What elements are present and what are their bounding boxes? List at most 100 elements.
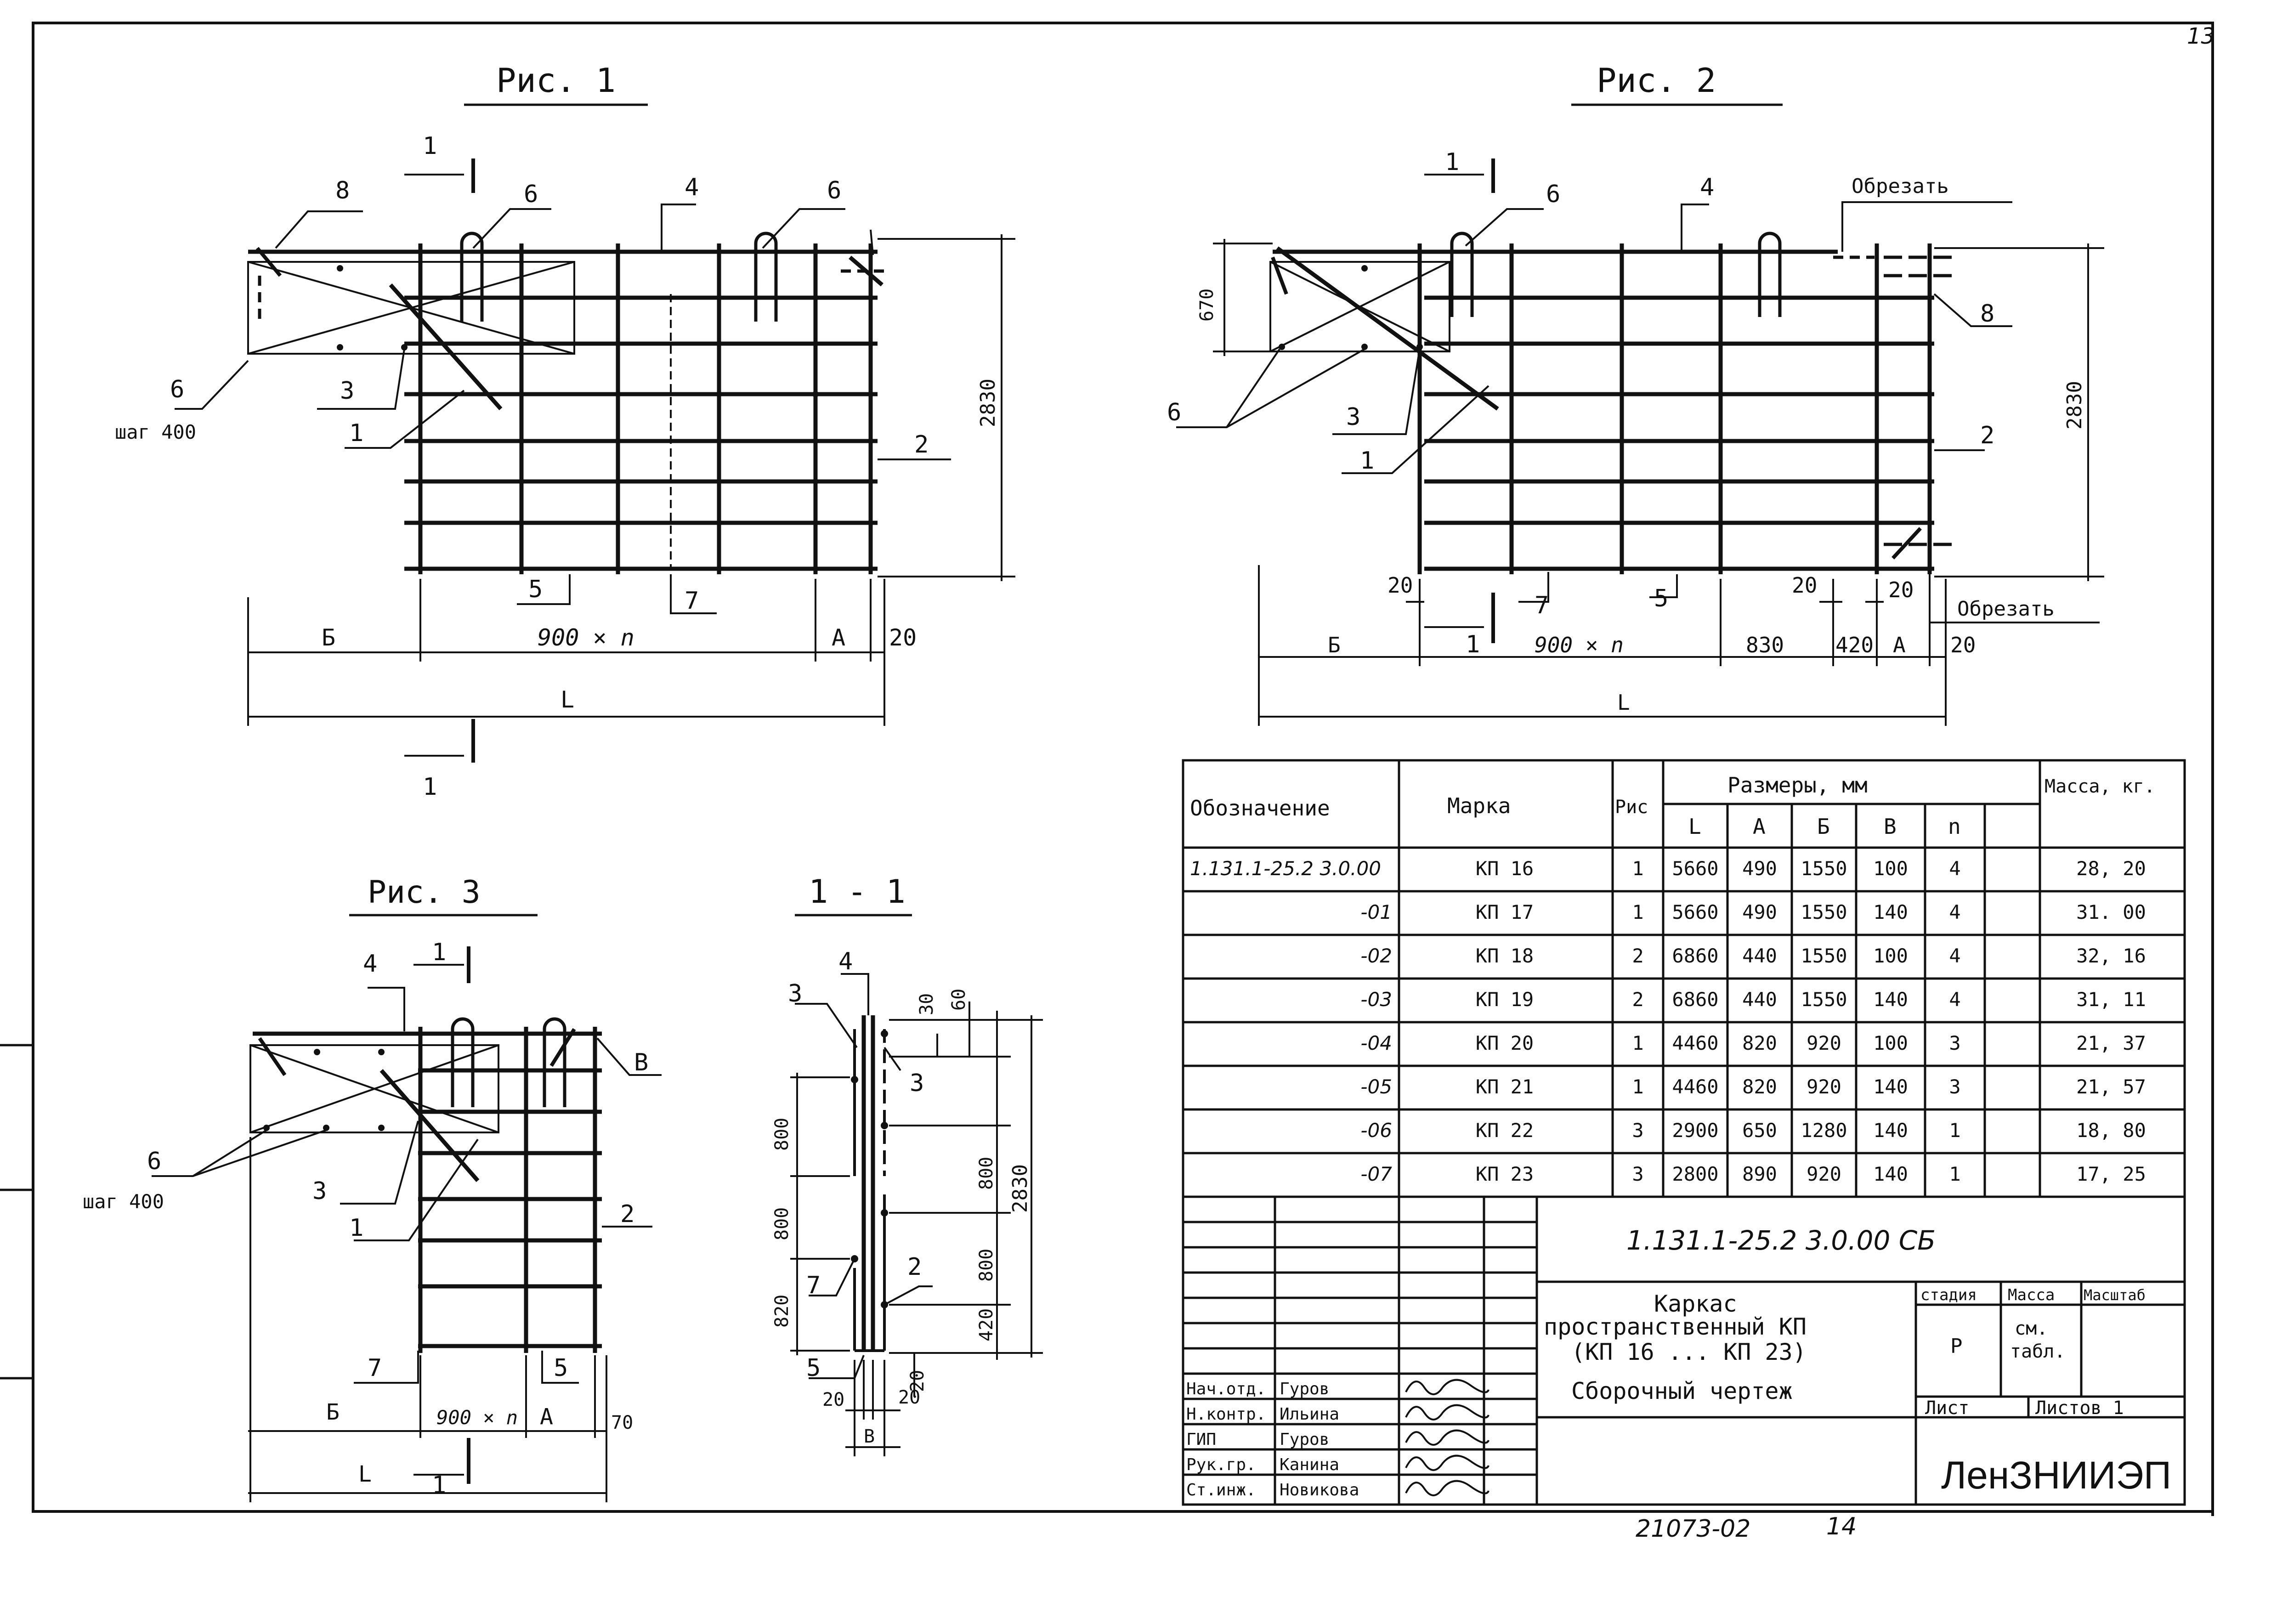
fig3-callout-4: 4 — [363, 950, 377, 978]
table-cell-n: 4 — [1949, 901, 1960, 923]
fig1-callout-7: 7 — [685, 587, 699, 615]
fig3-callout-3: 3 — [312, 1177, 327, 1205]
fig2-height-dim: 2830 — [2063, 381, 2086, 430]
fig1-callout-2: 2 — [914, 431, 929, 458]
table-cell-fig: 1 — [1632, 1032, 1643, 1054]
fig2-dim-830: 830 — [1746, 633, 1784, 657]
section11-left-dim-3: 820 — [771, 1295, 793, 1328]
stage-value: Р — [1950, 1335, 1963, 1358]
fig1-callout-5: 5 — [528, 576, 543, 603]
fig3-dim-L: L — [358, 1461, 372, 1487]
section11-bottom-dim-20a: 20 — [822, 1389, 844, 1410]
table-cell-mass: 18, 80 — [2076, 1119, 2146, 1142]
signer-role: Ст.инж. — [1186, 1481, 1256, 1500]
fig1-dim-B: Б — [322, 624, 335, 651]
table-cell-designation: -06 — [1360, 1119, 1392, 1142]
table-cell-n: 3 — [1949, 1032, 1960, 1054]
fig2-section-bottom: 1 — [1466, 631, 1480, 658]
fig3-pitch-text: шаг 400 — [83, 1190, 164, 1213]
fig1-dim-20: 20 — [889, 624, 917, 651]
mass-label: Масса — [2008, 1286, 2055, 1304]
fig3-dim-900n: 900 × n — [436, 1406, 518, 1429]
section11-left-dim-1: 800 — [771, 1118, 793, 1151]
fig1-callout-8: 8 — [335, 177, 350, 204]
table-cell-n: 1 — [1949, 1119, 1960, 1142]
fig3-callout-1: 1 — [349, 1214, 363, 1242]
section11-callout-3a: 3 — [788, 980, 802, 1007]
signature-mark — [1405, 1480, 1489, 1496]
section11-callout-5: 5 — [806, 1354, 821, 1382]
page-number: 14 — [1826, 1513, 1857, 1540]
table-cell-mark: КП 20 — [1476, 1032, 1534, 1054]
table-cell-V: 100 — [1873, 857, 1908, 880]
section-1-1: 1 - 1 — [771, 873, 1043, 1456]
table-cell-mass: 21, 57 — [2076, 1075, 2146, 1098]
sheet-label: Лист — [1925, 1398, 1969, 1419]
signer-role: Рук.гр. — [1186, 1455, 1256, 1474]
fig2-dim-B: Б — [1328, 633, 1341, 657]
signature-mark — [1405, 1429, 1489, 1446]
section11-callout-3b: 3 — [910, 1069, 924, 1097]
table-header-designation: Обозначение — [1190, 796, 1330, 820]
fig2-callout-4: 4 — [1700, 174, 1714, 201]
fig1-callout-6b: 6 — [827, 177, 841, 204]
fig1-callout-6a: 6 — [524, 181, 538, 208]
section11-left-dim-2: 800 — [771, 1207, 793, 1240]
signer-row: Ст.инж.Новикова — [1186, 1480, 1489, 1500]
signature-mark — [1405, 1454, 1489, 1471]
table-cell-fig: 1 — [1632, 1075, 1643, 1098]
doc-code: 1.131.1-25.2 3.0.00 СБ — [1626, 1225, 1936, 1256]
table-cell-V: 140 — [1873, 1119, 1908, 1142]
spec-table: Обозначение Марка Рис Размеры, мм Масса,… — [1182, 759, 2186, 1198]
signer-name: Гуров — [1280, 1430, 1329, 1449]
table-cell-V: 140 — [1873, 988, 1908, 1011]
section11-title: 1 - 1 — [809, 873, 906, 911]
fig1-callout-3: 3 — [340, 377, 354, 405]
table-cell-A: 440 — [1742, 988, 1777, 1011]
section11-callout-7: 7 — [806, 1272, 821, 1299]
signature-mark — [1405, 1379, 1489, 1395]
table-cell-designation: -05 — [1360, 1075, 1392, 1098]
table-header-L: L — [1688, 814, 1701, 839]
table-cell-mass: 31, 11 — [2076, 988, 2146, 1011]
signer-role: Нач.отд. — [1186, 1380, 1266, 1398]
fig3-title: Рис. 3 — [368, 874, 481, 911]
table-cell-mark: КП 21 — [1476, 1075, 1534, 1098]
sheets-label: Листов 1 — [2035, 1398, 2124, 1419]
signer-row: Нач.отд. Гуров — [1186, 1379, 1489, 1398]
table-cell-designation: -07 — [1360, 1163, 1392, 1185]
table-cell-mark: КП 18 — [1476, 945, 1534, 967]
table-cell-L: 5660 — [1672, 857, 1718, 880]
fig1-dim-900n: 900 × n — [538, 624, 634, 651]
fig3-section-bottom: 1 — [432, 1471, 446, 1499]
table-cell-fig: 3 — [1632, 1163, 1643, 1185]
table-cell-L: 6860 — [1672, 945, 1718, 967]
fig1-section-top: 1 — [423, 132, 437, 160]
table-cell-V: 140 — [1873, 901, 1908, 923]
table-cell-A: 490 — [1742, 857, 1777, 880]
fig2-dim-670: 670 — [1196, 289, 1218, 322]
section11-top-dim-60: 60 — [948, 989, 969, 1011]
signer-name: Гуров — [1280, 1380, 1329, 1398]
table-cell-A: 820 — [1742, 1075, 1777, 1098]
mass-value-1: см. — [2015, 1318, 2048, 1339]
table-cell-V: 100 — [1873, 1032, 1908, 1054]
fig3-callout-5: 5 — [554, 1354, 568, 1382]
table-cell-A: 490 — [1742, 901, 1777, 923]
fig1-dim-L: L — [561, 686, 574, 713]
fig3-dim-B: Б — [326, 1399, 340, 1425]
table-header-sizes: Размеры, мм — [1727, 773, 1868, 798]
fig3-pitch-label: 6 — [147, 1148, 161, 1175]
fig3-callout-B: В — [634, 1049, 648, 1076]
table-cell-B: 1550 — [1801, 988, 1847, 1011]
fig1-callout-1: 1 — [349, 419, 363, 447]
table-cell-L: 6860 — [1672, 988, 1718, 1011]
table-cell-mark: КП 23 — [1476, 1163, 1534, 1185]
fig3-dim-A: А — [540, 1404, 553, 1430]
fig2-dim-L: L — [1617, 690, 1630, 715]
fig2-title: Рис. 2 — [1597, 61, 1716, 100]
